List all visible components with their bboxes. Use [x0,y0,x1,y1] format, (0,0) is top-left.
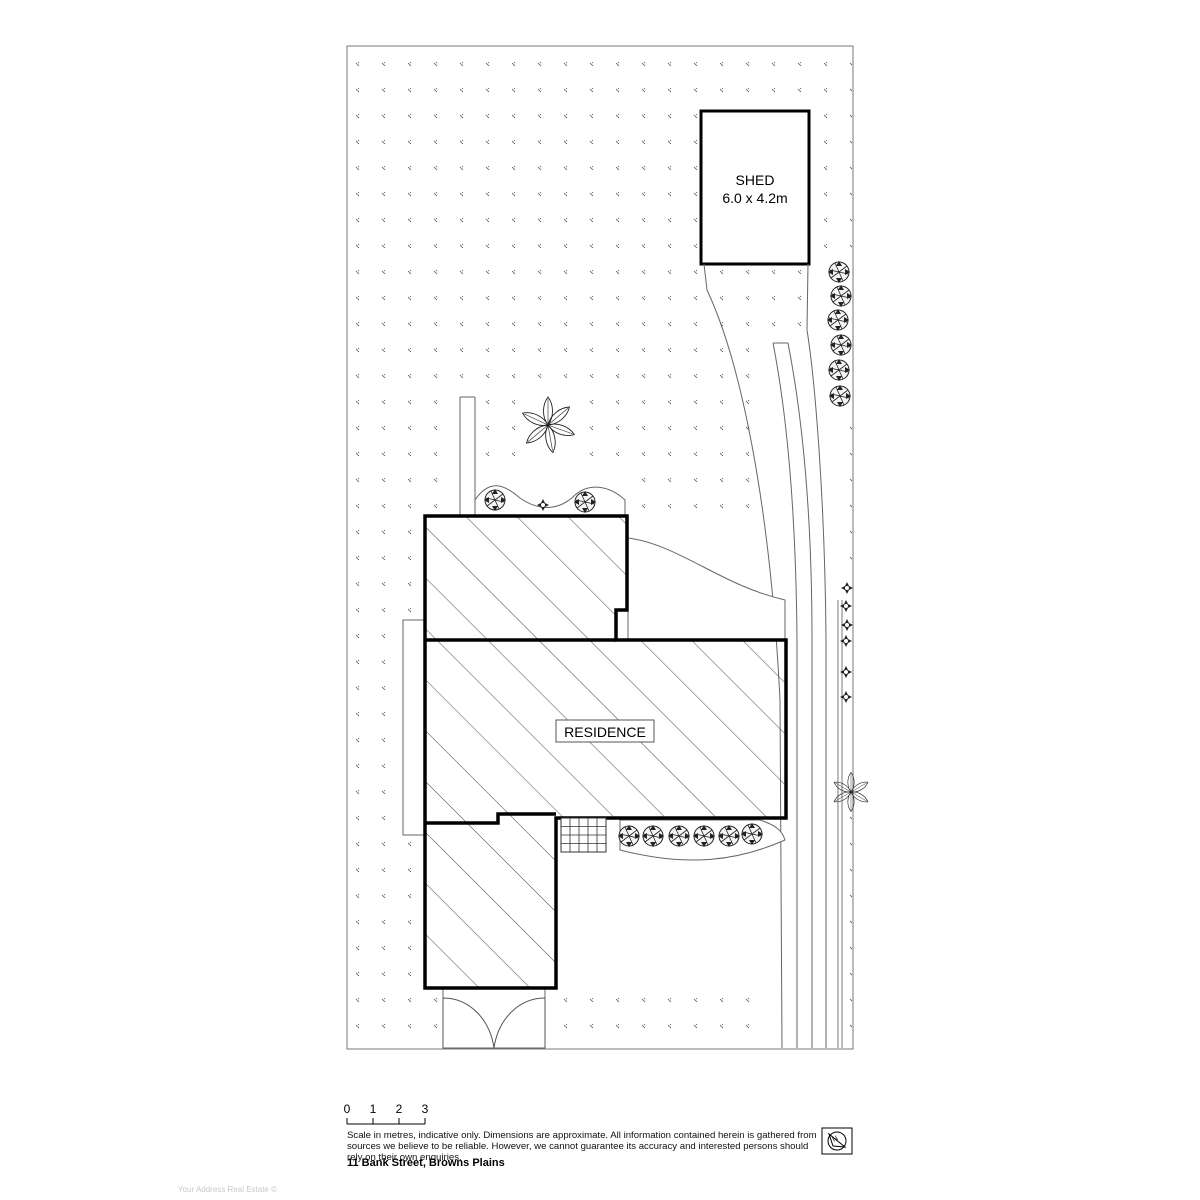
shed-label: SHED [736,172,775,188]
front-gate-left [442,997,495,1049]
shed-size-label: 6.0 x 4.2m [722,190,787,206]
front-entry-path [442,987,546,1049]
scale-tick-0: 0 [344,1102,351,1116]
hedge-side [826,260,853,408]
residence [423,514,788,990]
residence-label: RESIDENCE [564,724,646,740]
lawn-texture [355,61,852,1029]
scale-tick-2: 2 [396,1102,403,1116]
side-path [402,619,426,836]
lot-boundary [346,45,854,1050]
garden-path-upper [627,537,786,641]
palm-tree [520,396,577,454]
compass-letter: N [832,1135,840,1144]
property-address: 11 Bank Street, Browns Plains [347,1157,505,1169]
agency-watermark: Your Address Real Estate © [178,1185,277,1194]
front-gate-right [493,997,546,1049]
lawn-tick-marks [355,61,852,1029]
north-compass-icon: N [821,1127,853,1155]
scale-tick-3: 3 [422,1102,429,1116]
scale-bar: 0 1 2 3 [344,1102,429,1125]
porch-tiles [560,817,607,853]
residence-label-box [555,719,655,743]
disclaimer-text: Scale in metres, indicative only. Dimens… [347,1130,817,1163]
shed [699,109,811,266]
scale-tick-1: 1 [370,1102,377,1116]
